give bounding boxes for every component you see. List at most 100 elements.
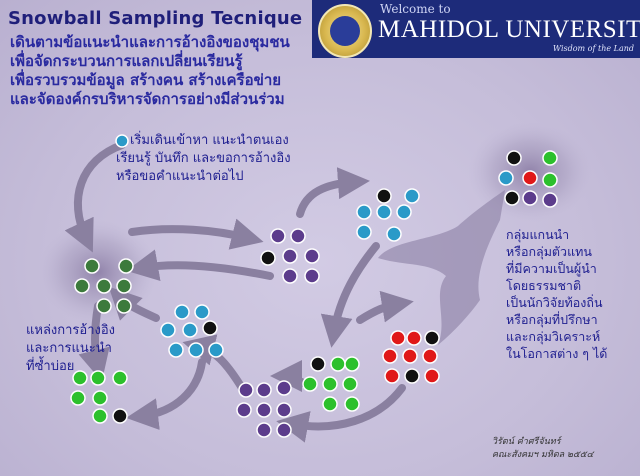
note-right: กลุ่มแกนนำ หรือกลุ่มตัวแทน ที่มีความเป็น… xyxy=(506,226,607,362)
note-right-line: โดยธรรมชาติ xyxy=(506,278,582,293)
dot-purple xyxy=(542,192,558,208)
dot-black xyxy=(404,368,420,384)
cluster-green-bottom xyxy=(302,356,360,412)
dot-purple xyxy=(304,268,320,284)
arrow-red-to-purple xyxy=(276,384,406,443)
banner-university-name: MAHIDOL UNIVERSITY xyxy=(378,16,640,43)
dot-teal xyxy=(208,342,224,358)
dot-black xyxy=(506,150,522,166)
cluster-green-bottom-left xyxy=(70,370,128,424)
note-right-line: ในโอกาสต่าง ๆ ได้ xyxy=(506,346,608,361)
dot-red xyxy=(522,170,538,186)
note-left: แหล่งการอ้างอิง และการแนะนำ ที่ซ้ำบ่อย xyxy=(26,322,115,376)
dot-green xyxy=(542,150,558,166)
dot-purple xyxy=(290,228,306,244)
dot-green xyxy=(70,390,86,406)
dot-black xyxy=(310,356,326,372)
dot-teal xyxy=(386,226,402,242)
arrow-to-left-from-purple xyxy=(126,249,274,281)
dot-purple xyxy=(282,268,298,284)
leader-spotlight xyxy=(378,190,505,345)
dot-green xyxy=(342,376,358,392)
university-banner: Welcome to MAHIDOL UNIVERSITY Wisdom of … xyxy=(312,0,640,58)
dot-purple xyxy=(236,402,252,418)
dot-red xyxy=(384,368,400,384)
dot-purple xyxy=(256,382,272,398)
dot-black xyxy=(202,320,218,336)
note-left-line: ที่ซ้ำบ่อย xyxy=(26,359,75,374)
dot-purple xyxy=(276,380,292,396)
dot-red xyxy=(406,330,422,346)
dot-dark_green xyxy=(116,278,132,294)
dot-purple xyxy=(276,402,292,418)
university-seal-icon xyxy=(318,4,372,58)
cluster-top-right xyxy=(498,150,558,208)
dot-purple xyxy=(256,402,272,418)
dot-green xyxy=(302,376,318,392)
note-right-line: หรือกลุ่มตัวแทน xyxy=(506,244,592,259)
dot-dark_green xyxy=(96,278,112,294)
credit-line: คณะสังคมฯ มหิดล ๒๕๕๔ xyxy=(492,450,594,460)
subtitle-line: เพื่อรวบรวมข้อมูล สร้างคน สร้างเครือข่าย xyxy=(10,71,282,89)
dot-purple xyxy=(304,248,320,264)
dot-dark_green xyxy=(74,278,90,294)
dot-red xyxy=(422,348,438,364)
dot-teal xyxy=(376,204,392,220)
dot-dark_green xyxy=(84,258,100,274)
note-top-line: เรียนรู้ บันทึก และขอการอ้างอิง xyxy=(116,151,291,166)
note-left-line: และการแนะนำ xyxy=(26,341,112,356)
dot-teal xyxy=(356,224,372,240)
note-right-line: หรือกลุ่มที่ปรึกษา xyxy=(506,312,598,327)
dot-green xyxy=(322,376,338,392)
dot-red xyxy=(402,348,418,364)
dot-teal xyxy=(182,322,198,338)
dot-teal xyxy=(194,304,210,320)
subtitle-line: เพื่อจัดกระบวนการแลกเปลี่ยนเรียนรู้ xyxy=(10,52,243,70)
dot-teal xyxy=(168,342,184,358)
cluster-purple-bottom xyxy=(236,380,292,438)
dot-green xyxy=(72,370,88,386)
arrow-to-teal-upper xyxy=(296,167,370,218)
dot-green xyxy=(344,356,360,372)
dot-green xyxy=(344,396,360,412)
note-right-line: เป็นนักวิจัยท้องถิ่น xyxy=(506,295,603,310)
author-credit: วิรัตน์ คำศรีจันทร์ คณะสังคมฯ มหิดล ๒๕๕๔ xyxy=(492,436,593,462)
dot-green xyxy=(322,396,338,412)
note-left-line: แหล่งการอ้างอิง xyxy=(26,323,116,338)
dot-purple xyxy=(256,422,272,438)
credit-line: วิรัตน์ คำศรีจันทร์ xyxy=(492,437,561,447)
note-top-line: หรือขอคำแนะนำต่อไป xyxy=(116,169,244,184)
dot-green xyxy=(112,370,128,386)
note-top: เริ่มเดินเข้าหา แนะนำตนเอง เรียนรู้ บันท… xyxy=(116,132,291,186)
dot-green xyxy=(330,356,346,372)
dot-teal xyxy=(188,342,204,358)
dot-dark_green xyxy=(96,298,112,314)
cluster-teal-center xyxy=(160,304,224,358)
arrow-down-from-teal xyxy=(320,242,380,348)
dot-black xyxy=(424,330,440,346)
slide-title: Snowball Sampling Tecnique xyxy=(8,8,303,29)
note-bullet-icon xyxy=(115,134,129,148)
dot-green xyxy=(92,390,108,406)
dot-teal xyxy=(174,304,190,320)
dot-purple xyxy=(238,382,254,398)
note-right-line: ที่มีความเป็นผู้นำ xyxy=(506,261,597,276)
cluster-dark-green-left xyxy=(74,258,134,314)
arrow-start xyxy=(64,141,126,253)
dot-teal xyxy=(404,188,420,204)
arrow-left-down xyxy=(78,302,110,382)
dot-teal xyxy=(396,204,412,220)
note-right-line: กลุ่มแกนนำ xyxy=(506,227,570,242)
dot-red xyxy=(382,348,398,364)
cluster-purple-upper xyxy=(260,228,320,284)
cluster-teal-upper xyxy=(356,188,420,242)
dot-green xyxy=(90,370,106,386)
dot-black xyxy=(376,188,392,204)
dot-red xyxy=(390,330,406,346)
dot-black xyxy=(112,408,128,424)
dot-dark_green xyxy=(116,298,132,314)
arrow-to-red xyxy=(356,290,414,324)
note-top-line: เริ่มเดินเข้าหา แนะนำตนเอง xyxy=(130,133,289,148)
dot-purple xyxy=(522,190,538,206)
